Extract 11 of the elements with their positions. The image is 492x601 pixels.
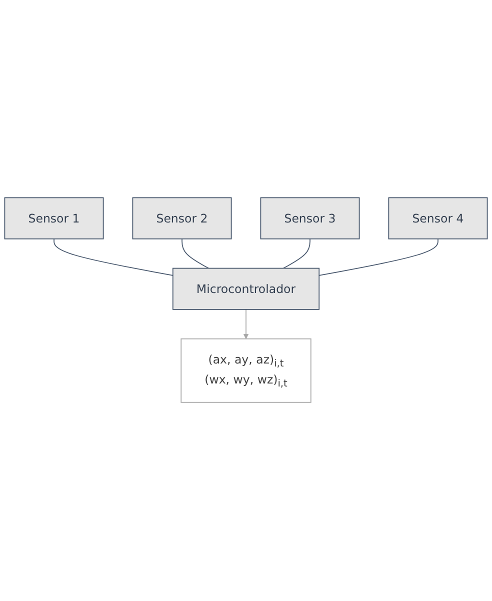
arrow [243,309,249,340]
node-box: Sensor 4 [388,198,488,240]
connector [318,238,438,276]
node-box: (ax, ay, az)$_{i,t}$ (wx, wy, wz)$_{i,t}$ [180,338,312,404]
node-box: Sensor 3 [260,198,360,240]
connector [182,238,210,270]
connector [54,238,174,276]
node-box: Sensor 1 [4,198,104,240]
node-box: Sensor 2 [132,198,232,240]
node-box: Microcontrolador [172,268,320,310]
connector [282,238,310,270]
